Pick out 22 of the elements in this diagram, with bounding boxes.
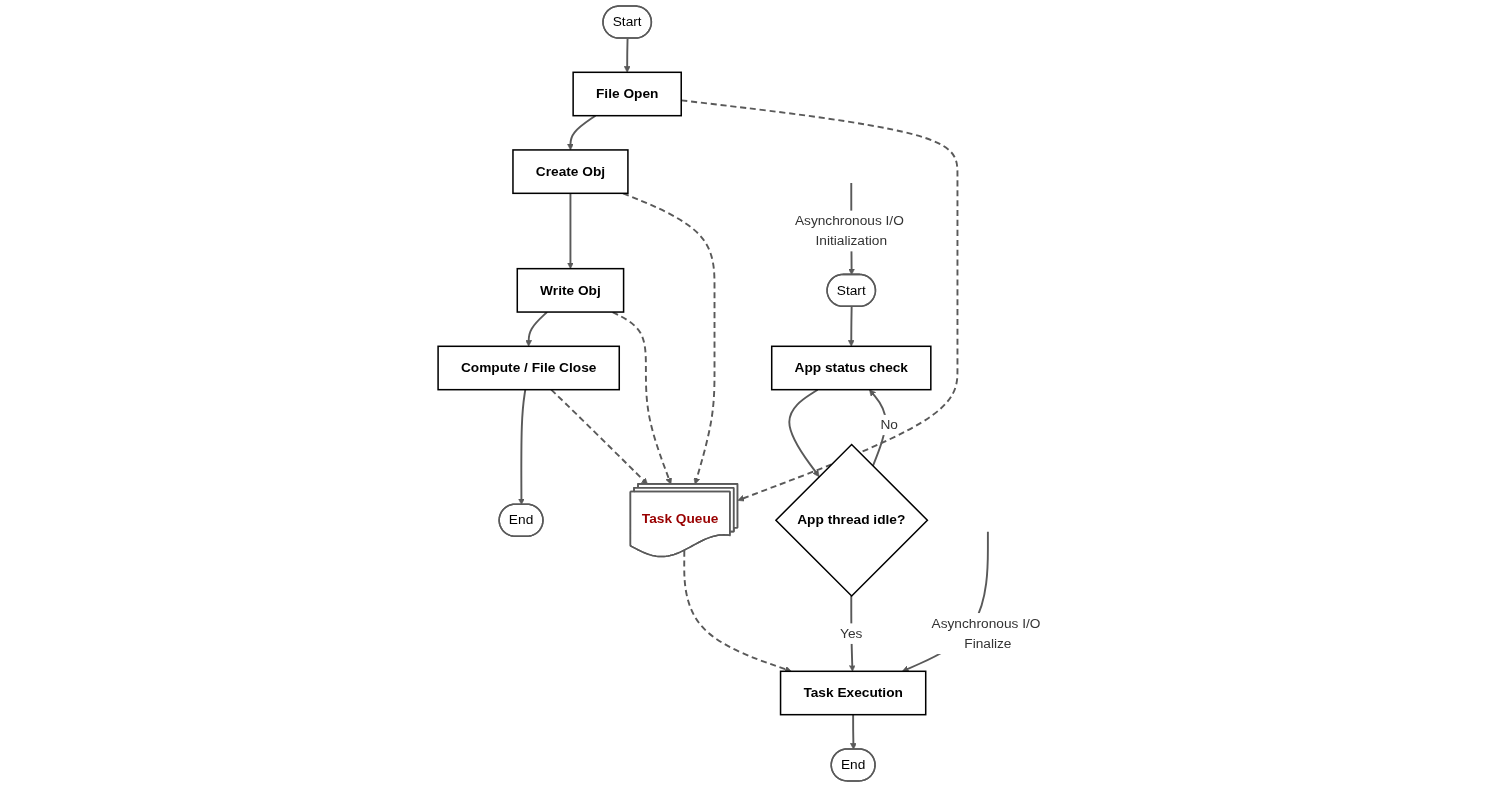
node-box: Write Obj [516,267,625,313]
node-box: File Open [572,71,682,117]
node-box: Task Execution [779,670,927,716]
arrow [518,388,527,505]
edge-label: Asynchronous I/O Initialization [794,212,904,249]
node-box: Compute / File Close [437,345,620,391]
edge-label: No [880,416,898,433]
arrow [848,595,856,672]
arrow [788,388,820,477]
edge-label: Asynchronous I/O Finalize [931,615,1041,652]
arrow [525,311,548,347]
arrow [567,114,597,151]
arrow [869,389,887,467]
arrow [623,37,631,73]
node-box: Create Obj [512,149,629,195]
node-box: App status check [770,345,932,391]
arrow [850,713,857,750]
arrow [847,305,855,347]
node-diamond: App thread idle? [774,443,929,598]
arrow [683,549,792,673]
edge-label: Yes [840,625,863,641]
arrow [567,192,574,269]
